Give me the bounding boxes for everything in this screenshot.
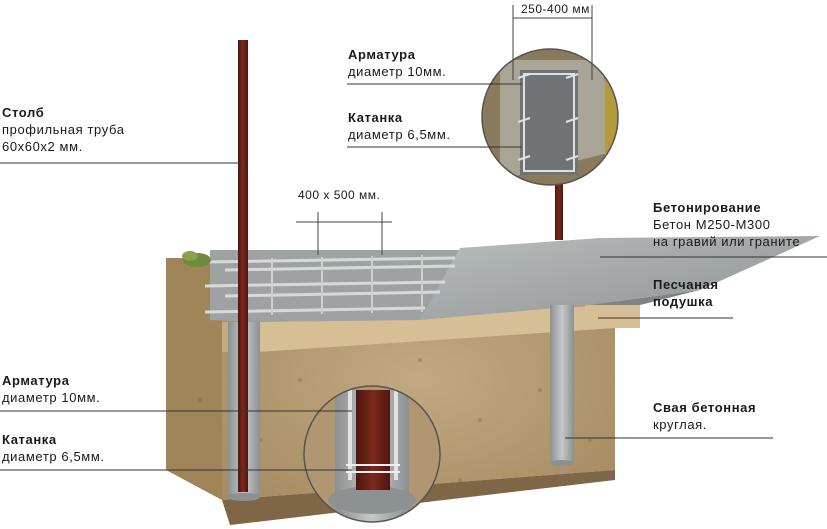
label-post-line2: 60х60х2 мм. <box>2 139 83 154</box>
label-rebar-top-line1: диаметр 10мм. <box>348 64 447 79</box>
label-pile-line1: круглая. <box>653 417 707 432</box>
label-rebar-top: Арматура диаметр 10мм. <box>348 46 446 80</box>
label-rebar-top-title: Арматура <box>348 47 416 62</box>
label-wire-top-title: Катанка <box>348 110 403 125</box>
label-wire-bottom-line1: диаметр 6,5мм. <box>2 449 105 464</box>
label-wire-bottom: Катанка диаметр 6,5мм. <box>2 431 105 465</box>
grass-icon <box>182 251 211 267</box>
soil-left-face <box>166 258 222 500</box>
left-post <box>238 40 248 325</box>
top-width-dimension: 250-400 мм <box>521 2 590 16</box>
label-wire-top: Катанка диаметр 6,5мм. <box>348 109 451 143</box>
left-pile <box>228 322 260 501</box>
leader-lines <box>0 83 827 471</box>
label-pile: Свая бетонная круглая. <box>653 399 756 433</box>
label-post-title: Столб <box>2 105 45 120</box>
label-wire-bottom-title: Катанка <box>2 432 57 447</box>
right-post <box>555 165 563 240</box>
label-sand-line1: подушка <box>653 294 714 309</box>
label-post-line1: профильная труба <box>2 122 125 137</box>
dimension-lines <box>296 5 593 255</box>
label-rebar-bottom-title: Арматура <box>2 373 70 388</box>
right-pile <box>550 305 574 466</box>
label-rebar-bottom-line1: диаметр 10мм. <box>2 390 101 405</box>
label-sand-title: Песчаная <box>653 277 719 292</box>
label-pile-title: Свая бетонная <box>653 400 757 415</box>
zoom-circle-top <box>481 48 619 186</box>
label-concreting-line2: на гравий или граните <box>653 234 801 249</box>
label-concreting-title: Бетонирование <box>653 200 762 215</box>
label-sand: Песчаная подушка <box>653 276 719 310</box>
label-rebar-bottom: Арматура диаметр 10мм. <box>2 372 100 406</box>
label-post: Столб профильная труба 60х60х2 мм. <box>2 104 125 155</box>
label-wire-top-line1: диаметр 6,5мм. <box>348 127 451 142</box>
label-concreting: Бетонирование Бетон М250-М300 на гравий … <box>653 199 800 250</box>
section-dimension: 400 х 500 мм. <box>298 188 381 202</box>
zoom-circle-bottom <box>303 385 441 523</box>
soil-texture <box>198 358 592 482</box>
label-concreting-line1: Бетон М250-М300 <box>653 217 771 232</box>
